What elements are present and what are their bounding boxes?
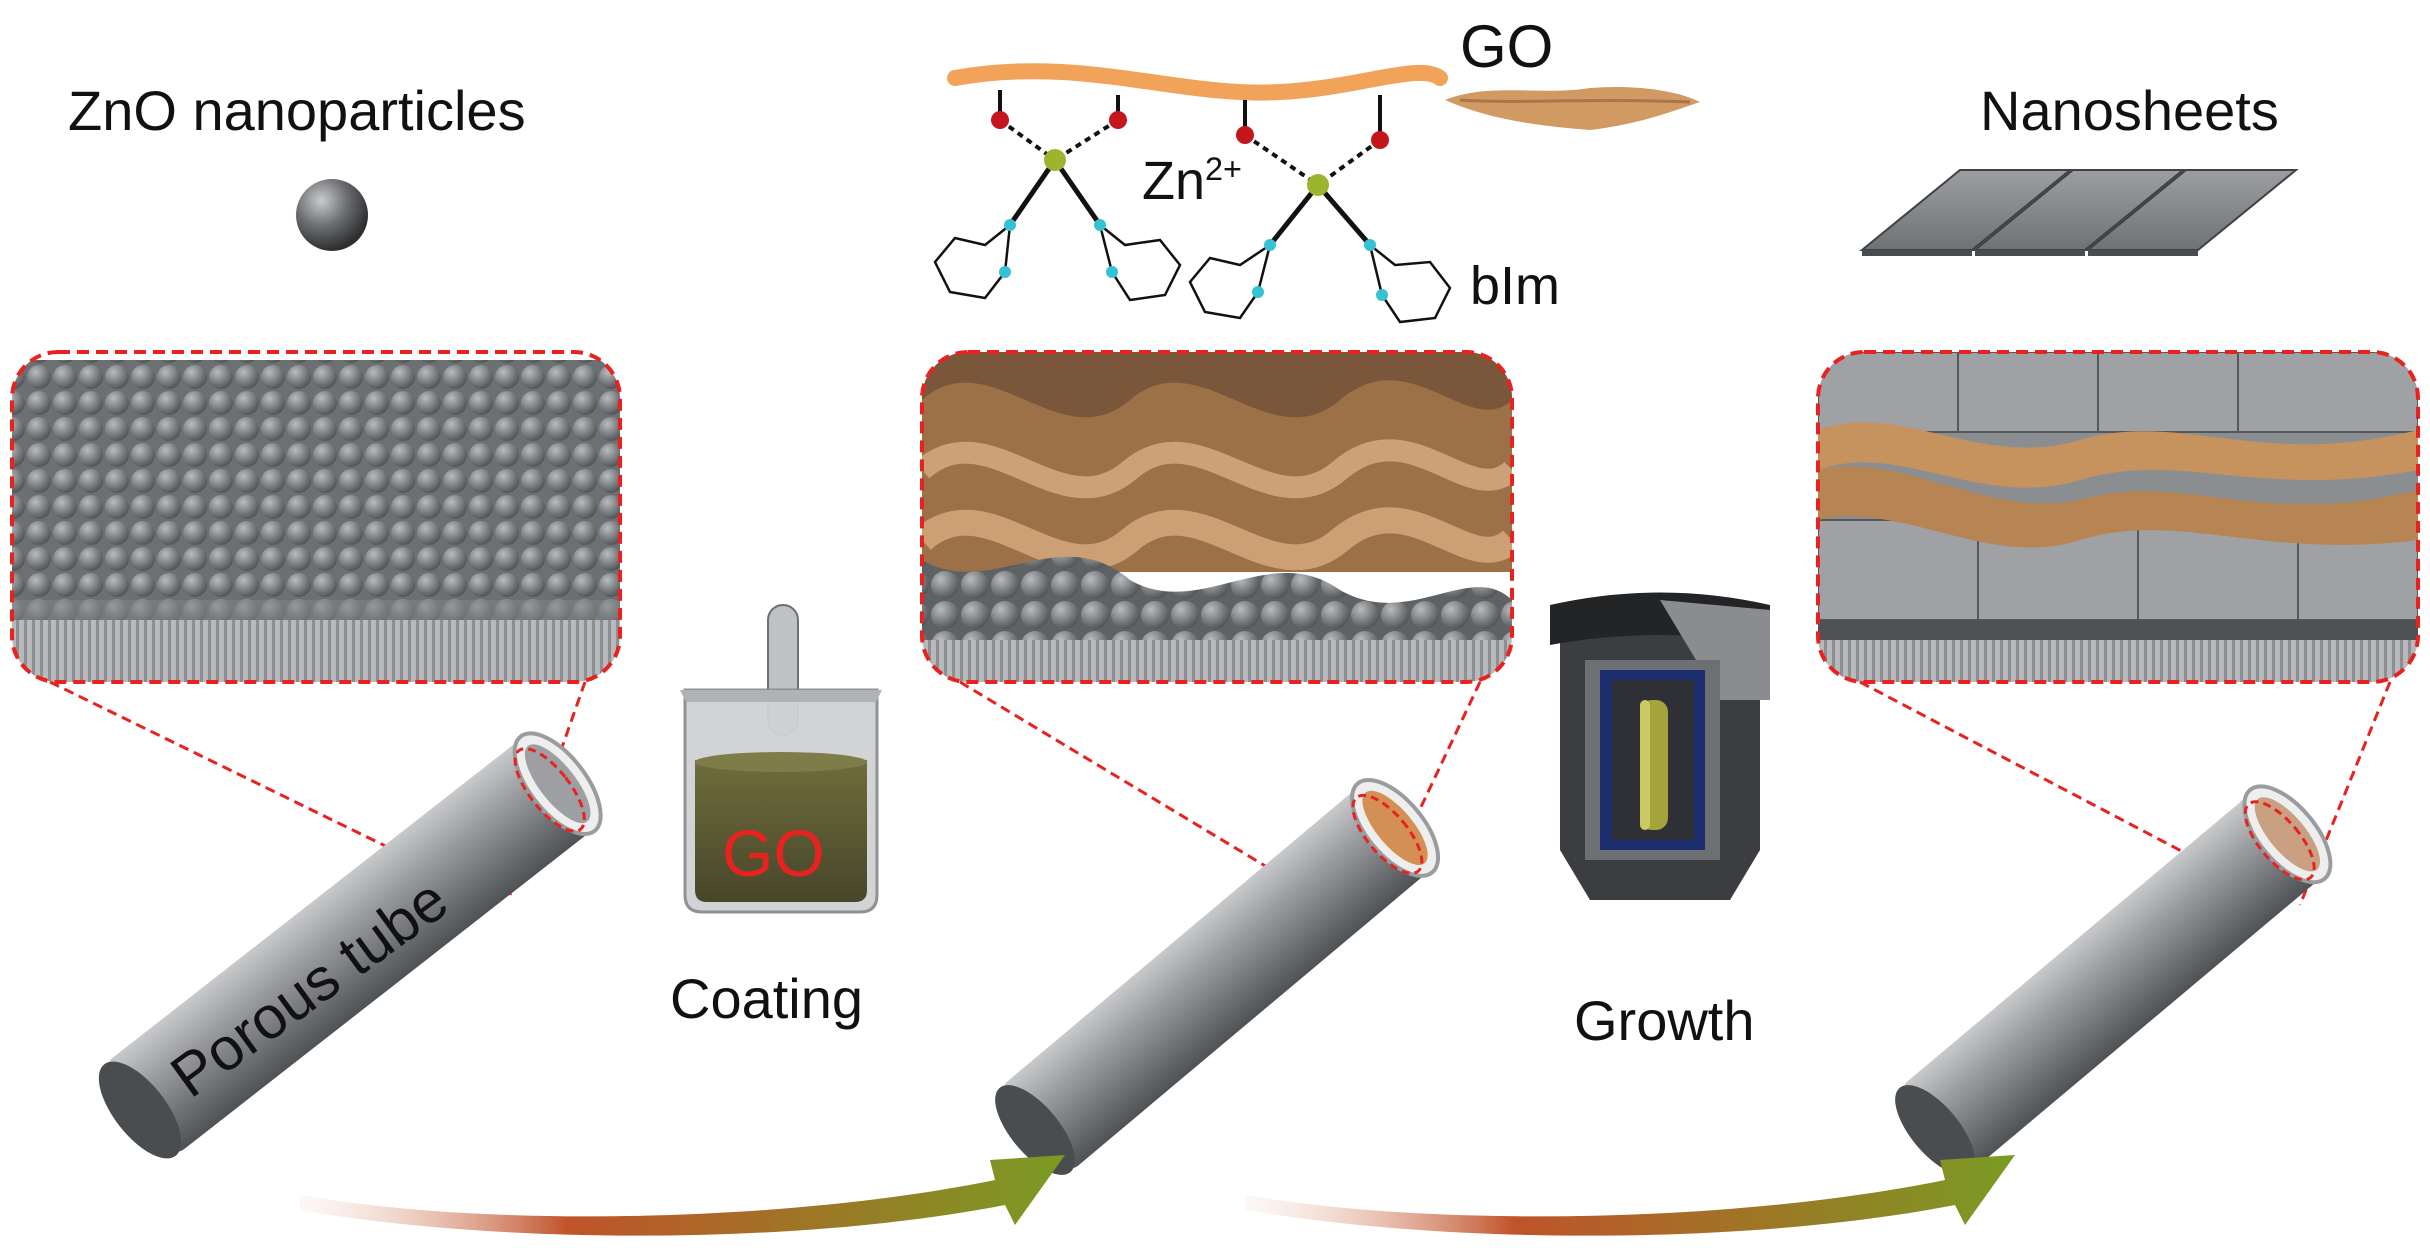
nanosheets-label: Nanosheets <box>1980 79 2279 142</box>
porous-tube-3 <box>1895 784 2333 1175</box>
zno-nanoparticles-label: ZnO nanoparticles <box>68 79 526 142</box>
zno-sphere-icon <box>296 179 368 251</box>
coating-label: Coating <box>670 967 864 1030</box>
zoom-inset-zno <box>12 352 620 682</box>
beaker-go-label: GO <box>722 816 825 890</box>
go-ribbon <box>947 63 1448 101</box>
autoclave-icon <box>1550 592 1770 900</box>
go-label: GO <box>1460 13 1554 80</box>
zoom-frame-go <box>920 350 1514 684</box>
porous-tube-2 <box>995 777 1441 1175</box>
growth-label: Growth <box>1574 989 1755 1052</box>
zoom-inset-go <box>922 352 1512 682</box>
process-arrow-2 <box>1245 1155 2015 1236</box>
bim-label: bIm <box>1470 256 1561 316</box>
porous-tube-1 <box>98 731 603 1159</box>
nanosheet-stack-icon <box>1859 169 2299 256</box>
zinc-charge: 2+ <box>1205 151 1242 187</box>
zoom-line <box>1859 680 2266 897</box>
molecule-structure <box>933 90 1452 324</box>
zoom-frame-nanosheets <box>1816 350 2420 684</box>
beaker-icon <box>680 604 882 914</box>
zoom-frame-zno <box>10 350 622 684</box>
go-flake-icon <box>1445 86 1700 130</box>
zinc-symbol: Zn <box>1142 151 1206 211</box>
zinc-ion-label: Zn2+ <box>1142 150 1242 212</box>
atoms <box>991 111 1389 301</box>
process-arrow-1 <box>300 1155 1065 1236</box>
zoom-inset-nanosheets <box>1818 352 2418 682</box>
